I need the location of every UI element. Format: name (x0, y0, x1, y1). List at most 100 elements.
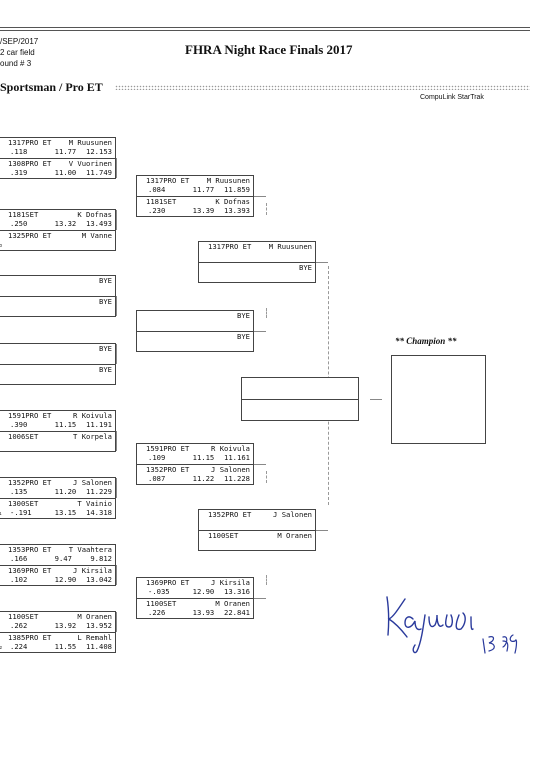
round2-out-2 (254, 464, 266, 465)
round2-racer-4-et: 11.161 (224, 453, 250, 462)
round2-racer-2-name: BYE (237, 311, 250, 320)
pair-divider (137, 598, 253, 599)
header-rule-bottom (0, 30, 530, 31)
round1-racer-10-reaction: .135 (10, 487, 28, 496)
round1-racer-1-et: 11.749 (86, 168, 112, 177)
round1-racer-8-reaction: .390 (10, 420, 28, 429)
round2-racer-6-et: 13.316 (224, 587, 250, 596)
round3-racer-3-entry: 1100SET (208, 531, 239, 540)
round3-racer-2-entry: 1352PRO ET (208, 510, 252, 519)
page-title: FHRA Night Race Finals 2017 (185, 42, 353, 57)
round2-racer-3-name: BYE (237, 332, 250, 341)
round2-racer-1-name: K Dofnas (215, 197, 250, 206)
round3-racer-0-entry: 1317PRO ET (208, 242, 252, 251)
round1-racer-14-reaction: .262 (10, 621, 28, 630)
round1-racer-10-name: J Salonen (73, 478, 112, 487)
round2-racer-5-name: J Salonen (211, 465, 250, 474)
round1-racer-1-entry: 1308PRO ET (8, 159, 52, 168)
class-name: Sportsman / Pro ET (0, 80, 103, 94)
round1-racer-12-name: T Vaahtera (68, 545, 112, 554)
round1-racer-0-et: 12.153 (86, 147, 112, 156)
round1-pair-0 (0, 137, 116, 179)
round1-racer-11-entry: 1300SET (8, 499, 39, 508)
signature (386, 596, 518, 654)
round2-dash-3 (266, 575, 267, 585)
round2-dash-2 (266, 471, 267, 483)
dotted-rule (115, 85, 530, 90)
round2-racer-0-name: M Ruusunen (206, 176, 250, 185)
round1-racer-2-dial: 13.32 (54, 219, 77, 228)
round1-racer-15-dial: 11.55 (54, 642, 77, 651)
round3-out-1 (316, 530, 328, 531)
round2-racer-7-reaction: .226 (148, 608, 166, 617)
round1-racer-2-name: K Dofnas (77, 210, 112, 219)
pair-divider (0, 565, 115, 566)
field-size: 2 car field (0, 48, 35, 57)
round2-racer-6-name: J Kirsila (211, 578, 250, 587)
round2-racer-0-et: 11.859 (224, 185, 250, 194)
pair-divider (0, 230, 115, 231)
round2-racer-0-entry: 1317PRO ET (146, 176, 190, 185)
champion-label: ** Champion ** (395, 336, 457, 346)
round2-racer-1-reaction: .230 (148, 206, 166, 215)
round1-racer-13-et: 13.042 (86, 575, 112, 584)
round1-racer-9-name: T Korpela (73, 432, 112, 441)
round1-racer-11-et: 14.318 (86, 508, 112, 517)
round1-racer-8-et: 11.191 (86, 420, 112, 429)
champion-box (391, 355, 486, 444)
round3-racer-0-name: M Ruusunen (268, 242, 312, 251)
round1-connector-0 (116, 158, 117, 178)
round2-racer-6-entry: 1369PRO ET (146, 578, 190, 587)
event-date: /SEP/2017 (0, 37, 39, 46)
round2-racer-1-et: 13.393 (224, 206, 250, 215)
round2-racer-5-entry: 1352PRO ET (146, 465, 190, 474)
round1-racer-11-name: T Vainio (77, 499, 112, 508)
round2-racer-4-reaction: .109 (148, 453, 166, 462)
round1-racer-14-et: 13.952 (86, 621, 112, 630)
round3-racer-2-name: J Salonen (273, 510, 312, 519)
round2-pair-2 (136, 443, 254, 485)
round2-racer-1-entry: 1181SET (146, 197, 177, 206)
round1-racer-0-reaction: .118 (10, 147, 28, 156)
round1-racer-2-reaction: .250 (10, 219, 28, 228)
round1-racer-6-name: BYE (99, 344, 112, 353)
round1-racer-8-dial: 11.15 (54, 420, 77, 429)
round2-racer-5-reaction: .087 (148, 474, 166, 483)
round2-racer-4-entry: 1591PRO ET (146, 444, 190, 453)
round1-racer-2-et: 13.493 (86, 219, 112, 228)
event-meta: /SEP/2017 2 car field ound # 3 (0, 36, 38, 69)
final-out (370, 399, 382, 400)
round1-racer-7-name: BYE (99, 365, 112, 374)
round2-racer-7-et: 22.841 (224, 608, 250, 617)
round1-racer-12-et: 9.812 (90, 554, 112, 563)
round1-racer-0-name: M Ruusunen (68, 138, 112, 147)
round2-racer-6-dial: 12.90 (192, 587, 215, 596)
round2-pair-3 (136, 577, 254, 619)
round1-racer-1-reaction: .319 (10, 168, 28, 177)
round1-racer-13-reaction: .102 (10, 575, 28, 584)
round1-racer-1-name: V Vuorinen (68, 159, 112, 168)
round1-racer-10-entry: 1352PRO ET (8, 478, 52, 487)
round2-racer-0-reaction: .084 (148, 185, 166, 194)
round1-racer-8-entry: 1591PRO ET (8, 411, 52, 420)
round1-racer-12-reaction: .166 (10, 554, 28, 563)
round1-racer-0-dial: 11.77 (54, 147, 77, 156)
round3-racer-3-name: M Oranen (277, 531, 312, 540)
round1-racer-12-dial: 9.47 (54, 554, 72, 563)
software-brand: CompuLink StarTrak (420, 94, 484, 101)
round1-racer-0-entry: 1317PRO ET (8, 138, 52, 147)
round2-dash-0 (266, 203, 267, 215)
round3-pair-1 (198, 509, 316, 551)
round1-racer-9-entry: 1006SET (8, 432, 39, 441)
signature-stroke (386, 596, 474, 654)
header-rule-top (0, 27, 530, 28)
round1-racer-15-name: L Remahl (77, 633, 112, 642)
round1-pair-6 (0, 544, 116, 586)
round1-pair-4 (0, 410, 116, 452)
round1-racer-10-et: 11.229 (86, 487, 112, 496)
round-number: ound # 3 (0, 59, 32, 68)
round1-racer-12-entry: 1353PRO ET (8, 545, 52, 554)
pair-divider (0, 498, 115, 499)
pair-divider (199, 262, 315, 263)
round1-racer-13-dial: 12.90 (54, 575, 77, 584)
